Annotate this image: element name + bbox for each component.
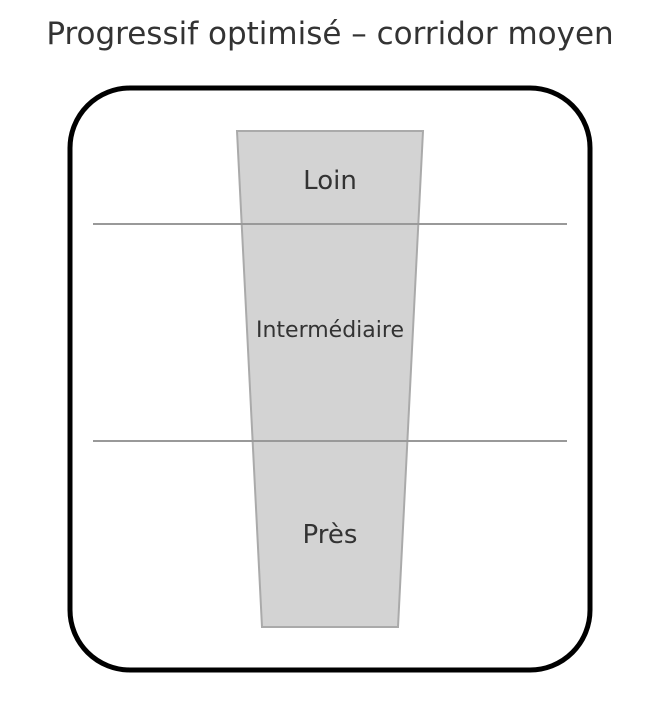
zone-label-near: Près	[303, 520, 358, 550]
zone-label-intermediate: Intermédiaire	[256, 318, 404, 343]
diagram-title: Progressif optimisé – corridor moyen	[46, 16, 614, 52]
zone-label-far: Loin	[303, 166, 357, 196]
corridor-shape	[235, 130, 425, 628]
